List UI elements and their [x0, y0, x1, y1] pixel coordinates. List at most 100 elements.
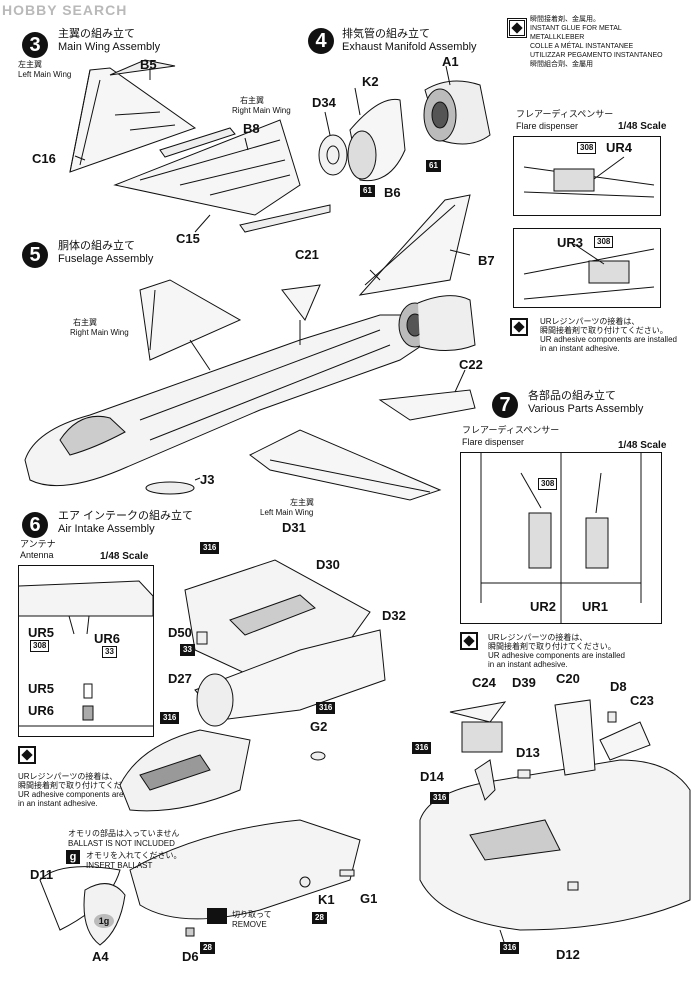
remove-icon — [207, 908, 227, 924]
glue-line-4: COLLE A MÉTAL INSTANTANEE — [530, 43, 634, 50]
resin-en2-a: in an instant adhesive. — [540, 344, 620, 353]
glue-line-6: 瞬間組合劑、金屬用 — [530, 61, 593, 68]
num-61-a: 61 — [360, 185, 375, 197]
num-33-a: 33 — [102, 646, 117, 658]
part-D30: D30 — [316, 557, 340, 572]
insert-ballast-en: INSERT BALLAST — [86, 861, 153, 870]
left-wing-jp: 左主翼 — [18, 60, 42, 69]
remove-jp: 切り取って — [232, 910, 272, 919]
part-C16: C16 — [32, 151, 56, 166]
step-7-title-jp: 各部品の組み立て — [528, 390, 616, 402]
s5-left-wing-jp: 左主翼 — [290, 498, 314, 507]
num-316-b: 316 — [430, 792, 450, 804]
part-B5: B5 — [140, 57, 157, 72]
flare-panel-step7 — [460, 452, 662, 624]
num-316-a: 316 — [412, 742, 432, 754]
glue-line-5: UTILIZZAR PEGAMENTO INSTANTANEO — [530, 52, 663, 59]
part-D34: D34 — [312, 95, 336, 110]
resin-en2-c: in an instant adhesive. — [18, 799, 98, 808]
step-7-badge: 7 — [492, 392, 518, 418]
part-D13: D13 — [516, 745, 540, 760]
flare-scale-2: 1/48 Scale — [618, 440, 667, 451]
part-UR5-top: UR5 — [28, 625, 55, 640]
part-K2: K2 — [362, 74, 379, 89]
resin-en1-b: UR adhesive components are installed — [488, 651, 625, 660]
resin-en1-c: UR adhesive components are installed — [18, 790, 155, 799]
part-D39: D39 — [512, 675, 536, 690]
part-D14: D14 — [420, 769, 444, 784]
part-B7: B7 — [478, 253, 495, 268]
s5-right-wing-jp: 右主翼 — [73, 318, 97, 327]
part-C20: C20 — [556, 671, 580, 686]
step-3-badge: 3 — [22, 32, 48, 58]
part-A1: A1 — [442, 54, 459, 69]
part-UR5-bottom: UR5 — [28, 681, 55, 696]
step-6-title-jp: エア インテークの組み立て — [58, 510, 194, 522]
step-7-title-en: Various Parts Assembly — [528, 403, 644, 415]
part-D32: D32 — [382, 608, 406, 623]
num-308-b: 308 — [594, 236, 614, 248]
part-D31: D31 — [282, 520, 306, 535]
num-61-b: 61 — [426, 160, 441, 172]
glue-line-2: INSTANT GLUE FOR METAL — [530, 25, 622, 32]
num-308-d: 308 — [30, 640, 50, 652]
step-4-title-en: Exhaust Manifold Assembly — [342, 41, 477, 53]
right-wing-jp: 右主翼 — [240, 96, 264, 105]
glue-line-3: METALLKLEBER — [530, 34, 585, 41]
num-308-c: 308 — [538, 478, 558, 490]
resin-jp1-b: URレジンパーツの接着は、 — [488, 633, 588, 642]
glue-line-1: 瞬間接着剤、金属用。 — [530, 16, 600, 23]
resin-jp2-c: 瞬間接着剤で取り付けてください。 — [18, 781, 146, 790]
step-5-title-en: Fuselage Assembly — [58, 253, 154, 265]
step-6-title-en: Air Intake Assembly — [58, 523, 155, 535]
num-28-b: 28 — [200, 942, 215, 954]
part-G2: G2 — [310, 719, 328, 734]
s5-right-wing-en: Right Main Wing — [70, 328, 129, 337]
flare-panel-top — [513, 136, 661, 216]
part-D6: D6 — [182, 949, 199, 964]
insert-ballast-jp: オモリを入れてください。 — [86, 851, 182, 860]
resin-en2-b: in an instant adhesive. — [488, 660, 568, 669]
part-G1: G1 — [360, 891, 378, 906]
flare-panel-bottom — [513, 228, 661, 308]
part-UR1: UR1 — [582, 599, 609, 614]
ballast-icon: g — [66, 850, 80, 864]
part-C22: C22 — [459, 357, 483, 372]
part-C21: C21 — [295, 247, 319, 262]
resin-jp1-a: URレジンパーツの接着は、 — [540, 317, 640, 326]
ballast-weight: 1g — [94, 914, 114, 928]
part-D11: D11 — [30, 867, 54, 882]
step-3-title-jp: 主翼の組み立て — [58, 28, 135, 40]
part-UR6-bottom: UR6 — [28, 703, 55, 718]
instant-glue-icon-3 — [19, 747, 35, 763]
flare-scale-1: 1/48 Scale — [618, 121, 667, 132]
resin-jp2-a: 瞬間接着剤で取り付けてください。 — [540, 326, 668, 335]
num-316-c: 316 — [500, 942, 520, 954]
part-C23: C23 — [630, 693, 654, 708]
step-4-title-jp: 排気管の組み立て — [342, 28, 430, 40]
part-D12: D12 — [556, 947, 580, 962]
part-K1: K1 — [318, 892, 335, 907]
flare-en-2: Flare dispenser — [462, 437, 525, 447]
part-D50: D50 — [168, 625, 192, 640]
num-316-e: 316 — [316, 702, 336, 714]
remove-en: REMOVE — [232, 920, 267, 929]
part-UR2: UR2 — [530, 599, 557, 614]
part-J3: J3 — [200, 472, 215, 487]
step-4-badge: 4 — [308, 28, 334, 54]
flare-en-1: Flare dispenser — [516, 121, 579, 131]
part-C24: C24 — [472, 675, 496, 690]
instant-glue-icon-2 — [461, 633, 477, 649]
antenna-jp: アンテナ — [20, 539, 56, 549]
antenna-scale: 1/48 Scale — [100, 551, 149, 562]
antenna-en: Antenna — [20, 550, 54, 560]
part-C15: C15 — [176, 231, 200, 246]
num-28-a: 28 — [312, 912, 327, 924]
resin-en1-a: UR adhesive components are installed — [540, 335, 677, 344]
part-D27: D27 — [168, 671, 192, 686]
num-316-d: 316 — [200, 542, 220, 554]
part-D8: D8 — [610, 679, 627, 694]
